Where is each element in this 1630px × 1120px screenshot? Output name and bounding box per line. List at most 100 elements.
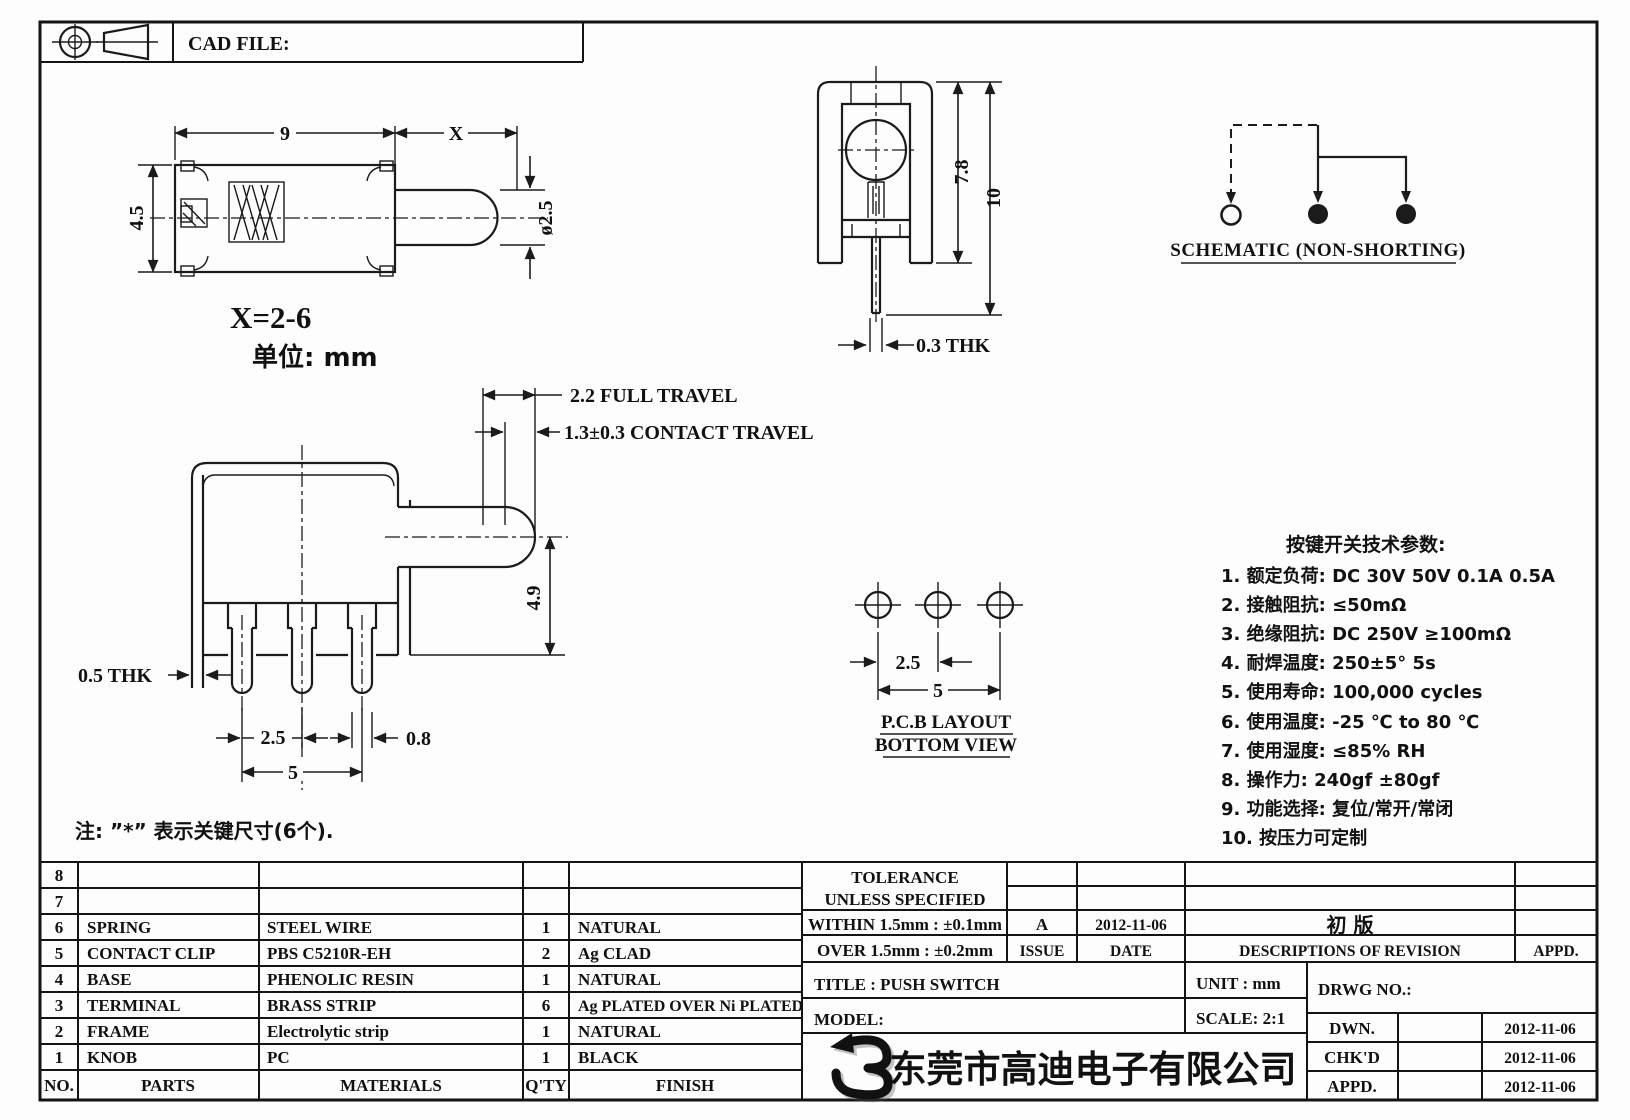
row-qty: 1 xyxy=(542,918,551,937)
revision-date-value: 2012-11-06 xyxy=(1095,917,1167,934)
col-header-qty: Q'TY xyxy=(525,1076,567,1095)
dim-label: 9 xyxy=(280,123,290,145)
pcb-caption: BOTTOM VIEW xyxy=(875,735,1017,756)
issue-label: ISSUE xyxy=(1020,943,1065,960)
row-parts: CONTACT CLIP xyxy=(87,944,215,963)
tech-param-item: 2. 接触阻抗: ≤50mΩ xyxy=(1221,594,1406,616)
tech-param-item: 4. 耐焊温度: 250±5° 5s xyxy=(1221,652,1436,674)
row-parts: BASE xyxy=(87,970,131,989)
filled-terminal-dot xyxy=(1396,204,1416,224)
row-materials: PC xyxy=(267,1048,290,1067)
unit-value: UNIT : mm xyxy=(1196,974,1281,993)
row-parts: SPRING xyxy=(87,918,151,937)
tech-param-item: 1. 额定负荷: DC 30V 50V 0.1A 0.5A xyxy=(1221,565,1555,587)
title-value: TITLE : PUSH SWITCH xyxy=(814,975,1000,994)
dim-label: 2.2 FULL TRAVEL xyxy=(570,385,738,407)
tolerance-heading: TOLERANCE xyxy=(851,868,958,887)
dim-label: 2.5 xyxy=(261,727,286,749)
row-no: 6 xyxy=(55,918,64,937)
dim-label: 0.5 THK xyxy=(78,665,153,687)
row-no: 8 xyxy=(55,866,64,885)
row-finish: NATURAL xyxy=(578,970,661,989)
pcb-hole xyxy=(855,582,901,628)
top-view: 9 X 4.5 ø2.5 X=2-6 单位: mm xyxy=(126,121,557,373)
front-view: 7.8 10 0.3 THK xyxy=(816,66,1005,357)
open-terminal-dot xyxy=(1220,204,1242,226)
pcb-hole xyxy=(977,582,1023,628)
issue-value: A xyxy=(1036,915,1049,934)
revision-label: DESCRIPTIONS OF REVISION xyxy=(1239,943,1461,960)
cad-file-label: CAD FILE: xyxy=(188,33,290,55)
row-qty: 1 xyxy=(542,1022,551,1041)
row-parts: TERMINAL xyxy=(87,996,181,1015)
row-materials: BRASS STRIP xyxy=(267,996,376,1015)
row-finish: NATURAL xyxy=(578,1022,661,1041)
row-finish: NATURAL xyxy=(578,918,661,937)
dim-label: 5 xyxy=(933,680,943,702)
row-no: 7 xyxy=(55,892,64,911)
unit-label: 单位: mm xyxy=(252,342,378,373)
sheet-frame xyxy=(38,20,1599,1102)
title-block: TOLERANCE UNLESS SPECIFIED WITHIN 1.5mm … xyxy=(808,868,1579,1103)
dim-label: 4.9 xyxy=(523,586,545,611)
pcb-caption: P.C.B LAYOUT xyxy=(881,712,1011,733)
row-qty: 1 xyxy=(542,1048,551,1067)
col-header-materials: MATERIALS xyxy=(340,1076,442,1095)
company-name: 东莞市高迪电子有限公司 xyxy=(890,1048,1297,1091)
dim-label: 0.3 THK xyxy=(916,335,991,357)
dwn-label: DWN. xyxy=(1329,1019,1375,1038)
row-qty: 2 xyxy=(542,944,551,963)
tolerance-over: OVER 1.5mm : ±0.2mm xyxy=(817,941,993,960)
dim-label: 1.3±0.3 CONTACT TRAVEL xyxy=(564,422,814,444)
cone-projection-icon xyxy=(96,23,158,61)
dwn-date: 2012-11-06 xyxy=(1504,1021,1576,1038)
row-no: 5 xyxy=(55,944,64,963)
chkd-label: CHK'D xyxy=(1324,1048,1380,1067)
tech-param-item: 8. 操作力: 240gf ±80gf xyxy=(1221,769,1440,791)
row-materials: PHENOLIC RESIN xyxy=(267,970,415,989)
row-no: 2 xyxy=(55,1022,64,1041)
row-materials: PBS C5210R-EH xyxy=(267,944,391,963)
pcb-layout-view: 2.5 5 P.C.B LAYOUT BOTTOM VIEW xyxy=(850,582,1023,758)
appd-col-label: APPD. xyxy=(1533,943,1578,960)
tech-param-item: 7. 使用湿度: ≤85% RH xyxy=(1221,740,1425,762)
tech-params: 按键开关技术参数: 1. 额定负荷: DC 30V 50V 0.1A 0.5A … xyxy=(1221,533,1555,849)
model-label: MODEL: xyxy=(814,1010,884,1029)
row-parts: KNOB xyxy=(87,1048,137,1067)
row-finish: BLACK xyxy=(578,1048,639,1067)
filled-terminal-dot xyxy=(1308,204,1328,224)
chkd-date: 2012-11-06 xyxy=(1504,1050,1576,1067)
table-grid xyxy=(40,861,1597,1100)
drwg-no-label: DRWG NO.: xyxy=(1318,980,1412,999)
col-header-parts: PARTS xyxy=(141,1076,195,1095)
row-no: 4 xyxy=(55,970,64,989)
row-qty: 1 xyxy=(542,970,551,989)
tech-param-item: 6. 使用温度: -25 ℃ to 80 ℃ xyxy=(1221,711,1479,733)
dim-label: 10 xyxy=(983,188,1005,208)
schematic-view: SCHEMATIC (NON-SHORTING) xyxy=(1170,124,1465,264)
parts-table: 8 7 6 SPRING STEEL WIRE 1 NATURAL 5 CONT… xyxy=(44,866,803,1095)
company-logo-icon xyxy=(830,1033,896,1103)
row-no: 1 xyxy=(55,1048,64,1067)
side-view: 2.2 FULL TRAVEL 1.3±0.3 CONTACT TRAVEL 4… xyxy=(78,385,814,790)
revision-value: 初 版 xyxy=(1327,913,1374,937)
row-materials: Electrolytic strip xyxy=(267,1022,389,1041)
tolerance-within: WITHIN 1.5mm : ±0.1mm xyxy=(808,915,1002,934)
row-no: 3 xyxy=(55,996,64,1015)
col-header-finish: FINISH xyxy=(656,1076,715,1095)
dim-label: 2.5 xyxy=(896,652,921,674)
row-parts: FRAME xyxy=(87,1022,149,1041)
scale-value: SCALE: 2:1 xyxy=(1196,1009,1285,1028)
row-qty: 6 xyxy=(542,996,551,1015)
dim-label: 0.8 xyxy=(406,728,431,750)
date-label: DATE xyxy=(1110,943,1152,960)
tech-param-item: 9. 功能选择: 复位/常开/常闭 xyxy=(1221,798,1453,820)
projection-icons xyxy=(52,23,158,61)
row-finish: Ag CLAD xyxy=(578,944,651,963)
tech-param-item: 10. 按压力可定制 xyxy=(1221,827,1367,849)
terminal-pins xyxy=(226,603,378,695)
tech-param-item: 3. 绝缘阻抗: DC 250V ≥100mΩ xyxy=(1221,623,1511,645)
formula-label: X=2-6 xyxy=(230,300,311,335)
